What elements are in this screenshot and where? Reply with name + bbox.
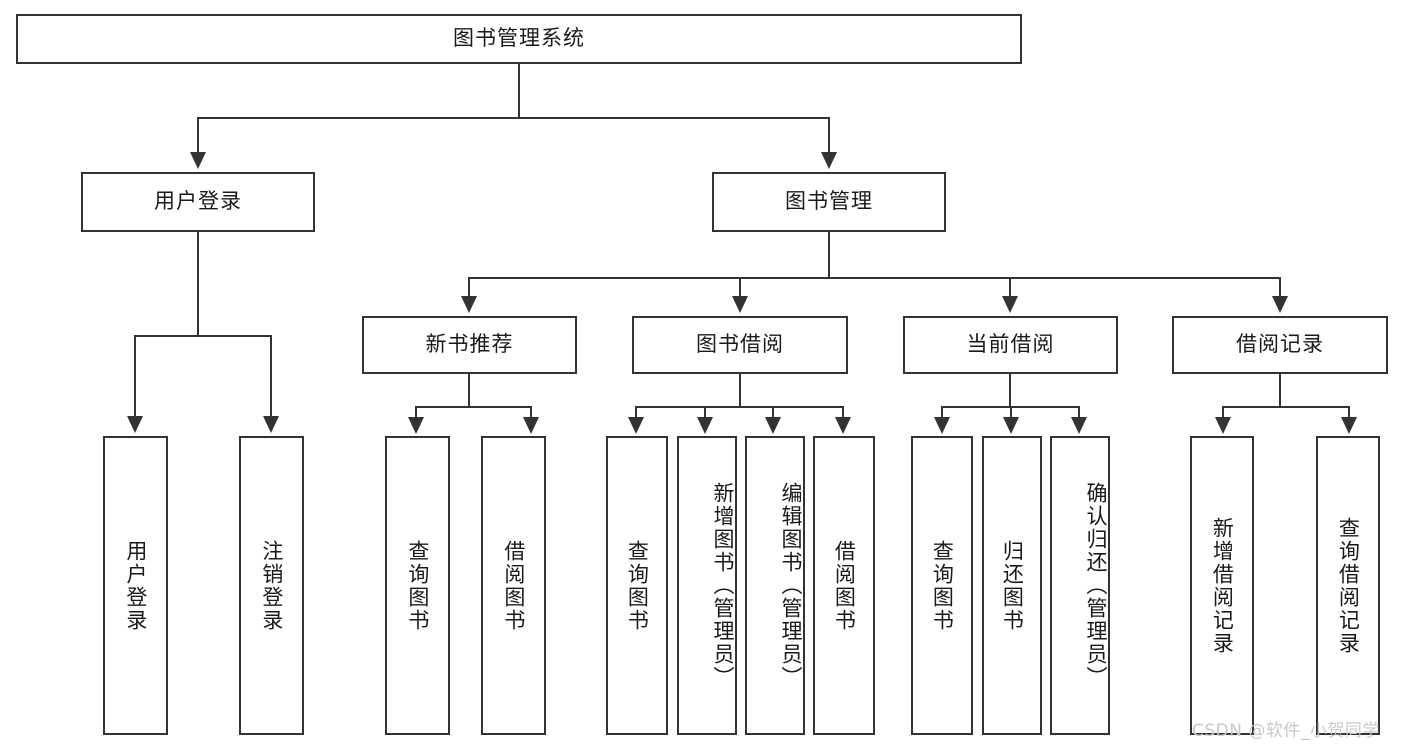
edge-user-login-to-leaf-2 — [270, 335, 272, 417]
node-label: 图书管理 — [785, 189, 873, 214]
node-label: 借阅图书 — [832, 539, 857, 632]
node-root-book-management-system[interactable]: 图书管理系统 — [16, 14, 1022, 64]
edge-root-bar — [197, 117, 830, 119]
arrow-root-to-book-management — [821, 152, 837, 169]
arrow-bb-to-leaf-3 — [765, 417, 781, 434]
edge-bm-to-book-borrow — [739, 277, 741, 297]
edge-bb-to-leaf-2 — [704, 406, 706, 418]
arrow-user-login-to-leaf-2 — [263, 416, 279, 433]
edge-borrow-record-bar — [1222, 406, 1350, 408]
edge-bm-to-current-borrow — [1009, 277, 1011, 297]
edge-borrow-record-stem — [1279, 374, 1281, 407]
node-label: 新书推荐 — [425, 332, 514, 357]
arrow-bm-to-current-borrow — [1002, 296, 1018, 313]
node-label: 编辑图书（管理员） — [779, 482, 803, 689]
node-label: 查询图书 — [405, 539, 430, 632]
leaf-new-book-recommend-2[interactable]: 借阅图书 — [481, 436, 546, 735]
node-label: 借阅记录 — [1236, 332, 1324, 357]
edge-bm-to-borrow-record — [1279, 277, 1281, 297]
edge-new-book-to-leaf-1 — [415, 406, 417, 418]
leaf-current-borrow-2[interactable]: 归还图书 — [982, 436, 1042, 735]
edge-root-stem — [518, 64, 520, 118]
edge-cb-to-leaf-3 — [1078, 406, 1080, 418]
edge-book-management-bar — [468, 277, 1280, 279]
node-current-borrow[interactable]: 当前借阅 — [903, 316, 1118, 374]
node-label: 查询借阅记录 — [1336, 516, 1361, 655]
node-book-management[interactable]: 图书管理 — [712, 172, 946, 232]
leaf-book-borrow-4[interactable]: 借阅图书 — [813, 436, 875, 735]
edge-user-login-stem — [197, 232, 199, 336]
arrow-bb-to-leaf-1 — [628, 417, 644, 434]
leaf-book-borrow-1[interactable]: 查询图书 — [606, 436, 668, 735]
watermark-text: CSDN @软件_小贺同学 — [1192, 721, 1380, 741]
leaf-book-borrow-3[interactable]: 编辑图书（管理员） — [745, 436, 805, 735]
edge-bb-to-leaf-1 — [635, 406, 637, 418]
edge-cb-to-leaf-1 — [941, 406, 943, 418]
node-book-borrow[interactable]: 图书借阅 — [632, 316, 848, 374]
edge-br-to-leaf-1 — [1222, 406, 1224, 418]
edge-user-login-bar — [134, 335, 272, 337]
edge-new-book-bar — [415, 406, 532, 408]
node-user-login[interactable]: 用户登录 — [81, 172, 315, 232]
leaf-current-borrow-1[interactable]: 查询图书 — [911, 436, 973, 735]
edge-bb-to-leaf-4 — [842, 406, 844, 418]
edge-root-to-book-management — [828, 117, 830, 153]
edge-new-book-stem — [468, 374, 470, 407]
edge-bm-to-new-book — [468, 277, 470, 297]
leaf-borrow-record-2[interactable]: 查询借阅记录 — [1316, 436, 1380, 735]
arrow-user-login-to-leaf-1 — [127, 416, 143, 433]
node-label: 确认归还（管理员） — [1084, 482, 1108, 689]
node-label: 借阅图书 — [501, 539, 526, 632]
arrow-cb-to-leaf-3 — [1071, 417, 1087, 434]
arrow-cb-to-leaf-1 — [934, 417, 950, 434]
edge-user-login-to-leaf-1 — [134, 335, 136, 417]
leaf-new-book-recommend-1[interactable]: 查询图书 — [385, 436, 450, 735]
arrow-bm-to-borrow-record — [1272, 296, 1288, 313]
arrow-new-book-to-leaf-2 — [523, 417, 539, 434]
edge-book-management-stem — [828, 232, 830, 278]
leaf-borrow-record-1[interactable]: 新增借阅记录 — [1190, 436, 1254, 735]
leaf-current-borrow-3[interactable]: 确认归还（管理员） — [1050, 436, 1110, 735]
arrow-bm-to-book-borrow — [732, 296, 748, 313]
node-label: 用户登录 — [123, 539, 148, 632]
edge-current-borrow-stem — [1009, 374, 1011, 407]
edge-book-borrow-stem — [739, 374, 741, 407]
arrow-bm-to-new-book — [461, 296, 477, 313]
edge-bb-to-leaf-3 — [772, 406, 774, 418]
arrow-bb-to-leaf-4 — [835, 417, 851, 434]
node-label: 归还图书 — [1000, 539, 1025, 632]
node-label: 查询图书 — [625, 539, 650, 632]
node-label: 图书管理系统 — [453, 26, 585, 51]
node-label: 新增图书（管理员） — [711, 482, 735, 689]
edge-cb-to-leaf-2 — [1010, 406, 1012, 418]
arrow-br-to-leaf-2 — [1341, 417, 1357, 434]
leaf-book-borrow-2[interactable]: 新增图书（管理员） — [677, 436, 737, 735]
node-new-book-recommend[interactable]: 新书推荐 — [362, 316, 577, 374]
edge-root-to-user-login — [197, 117, 199, 153]
node-label: 注销登录 — [259, 539, 284, 632]
csdn-watermark: CSDN @软件_小贺同学 — [1192, 716, 1380, 741]
leaf-user-login-2[interactable]: 注销登录 — [239, 436, 304, 735]
arrow-cb-to-leaf-2 — [1003, 417, 1019, 434]
node-label: 新增借阅记录 — [1210, 516, 1235, 655]
edge-new-book-to-leaf-2 — [530, 406, 532, 418]
arrow-br-to-leaf-1 — [1215, 417, 1231, 434]
node-label: 用户登录 — [154, 189, 242, 214]
leaf-user-login-1[interactable]: 用户登录 — [103, 436, 168, 735]
node-label: 当前借阅 — [966, 332, 1055, 357]
edge-book-borrow-bar — [635, 406, 844, 408]
arrow-root-to-user-login — [190, 152, 206, 169]
edge-br-to-leaf-2 — [1348, 406, 1350, 418]
arrow-bb-to-leaf-2 — [697, 417, 713, 434]
node-label: 图书借阅 — [696, 332, 784, 357]
node-label: 查询图书 — [930, 539, 955, 632]
arrow-new-book-to-leaf-1 — [408, 417, 424, 434]
node-borrow-record[interactable]: 借阅记录 — [1172, 316, 1388, 374]
